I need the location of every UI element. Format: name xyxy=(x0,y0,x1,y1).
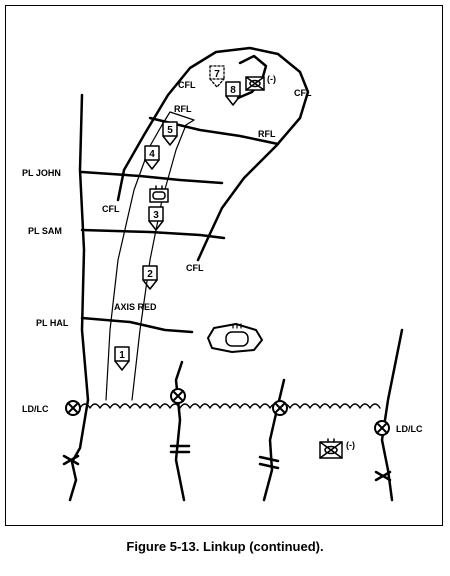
label-ld-lc-right: LD/LC xyxy=(396,424,423,434)
figure-caption: Figure 5-13. Linkup (continued). xyxy=(126,539,324,554)
svg-text:(-): (-) xyxy=(267,74,276,84)
position-marker-5: 5 xyxy=(162,121,178,146)
svg-text:3: 3 xyxy=(153,210,159,221)
svg-text:8: 8 xyxy=(230,85,236,96)
linkup-point-3 xyxy=(272,400,288,416)
position-marker-8: 8 xyxy=(225,81,241,106)
linkup-point-2 xyxy=(170,388,186,404)
position-marker-2: 2 xyxy=(142,265,158,290)
svg-text:5: 5 xyxy=(167,125,173,136)
linkup-diagram: 1 2 3 4 5 7 8 xyxy=(22,46,423,502)
svg-text:2: 2 xyxy=(147,269,153,280)
label-rfl-right: RFL xyxy=(258,129,276,139)
armor-unit-area xyxy=(207,323,263,353)
label-cfl-left: CFL xyxy=(102,204,120,214)
boundary-double-bar-2 xyxy=(258,455,280,470)
mech-unit-symbol-bottom: (-) xyxy=(319,438,355,459)
linkup-point-4 xyxy=(374,420,390,436)
right-boundary-line xyxy=(380,328,404,502)
boundary-x-right xyxy=(374,470,392,482)
coordinated-fire-line xyxy=(116,46,310,262)
phase-line-sam xyxy=(80,228,226,240)
mech-unit-symbol-top: (-) xyxy=(245,74,276,91)
label-pl-hal: PL HAL xyxy=(36,318,69,328)
label-cfl-top-right: CFL xyxy=(294,88,312,98)
armor-unit-symbol-route xyxy=(149,185,169,203)
svg-text:4: 4 xyxy=(149,149,155,160)
position-marker-1: 1 xyxy=(114,346,130,371)
boundary-double-bar-1 xyxy=(169,444,191,454)
svg-text:7: 7 xyxy=(214,69,220,80)
position-marker-7: 7 xyxy=(209,65,225,88)
linkup-scallop-line xyxy=(79,403,381,409)
center-boundary-line xyxy=(174,360,186,502)
coordinated-fire-line-top xyxy=(236,54,268,100)
label-cfl-top-left: CFL xyxy=(178,80,196,90)
phase-line-hal xyxy=(80,316,194,334)
svg-text:1: 1 xyxy=(119,350,125,361)
label-cfl-bottom: CFL xyxy=(186,263,204,273)
boundary-x-left xyxy=(62,454,80,466)
linkup-point-1 xyxy=(65,400,81,416)
position-marker-3: 3 xyxy=(148,206,164,231)
label-pl-sam: PL SAM xyxy=(28,226,62,236)
label-pl-john: PL JOHN xyxy=(22,168,61,178)
left-boundary-line xyxy=(68,93,90,502)
right-center-boundary-line xyxy=(262,378,286,502)
label-axis-red: AXIS RED xyxy=(114,302,157,312)
svg-text:(-): (-) xyxy=(346,440,355,450)
label-ld-lc-left: LD/LC xyxy=(22,404,49,414)
position-marker-4: 4 xyxy=(144,145,160,170)
figure-frame xyxy=(5,5,443,526)
label-rfl-left: RFL xyxy=(174,104,192,114)
phase-line-john xyxy=(80,170,224,185)
